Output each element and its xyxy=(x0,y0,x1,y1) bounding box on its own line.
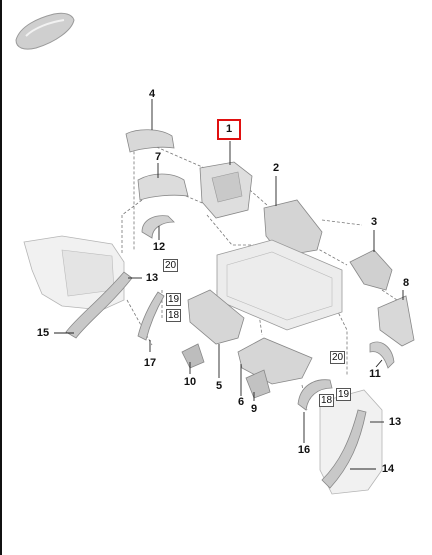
ref-box-18-right[interactable]: 18 xyxy=(319,394,334,407)
callout-15[interactable]: 15 xyxy=(36,327,50,339)
callout-4[interactable]: 4 xyxy=(148,88,156,100)
ref-box-19-left[interactable]: 19 xyxy=(166,293,181,306)
callout-7[interactable]: 7 xyxy=(154,151,162,163)
part-8-duct xyxy=(377,295,415,347)
part-16-hose xyxy=(297,379,333,411)
callout-17[interactable]: 17 xyxy=(143,357,157,369)
part-3-duct xyxy=(349,249,393,291)
part-6-bracket xyxy=(237,337,313,385)
callout-13-right[interactable]: 13 xyxy=(388,416,402,428)
callout-5[interactable]: 5 xyxy=(215,380,223,392)
part-4-duct xyxy=(125,129,175,153)
callout-2[interactable]: 2 xyxy=(272,162,280,174)
part-9-clip xyxy=(245,369,271,399)
callout-1-label: 1 xyxy=(225,123,233,135)
part-12-hose xyxy=(141,215,175,239)
callout-leader-lines xyxy=(54,99,404,470)
callout-13-left[interactable]: 13 xyxy=(145,272,159,284)
callout-9[interactable]: 9 xyxy=(250,403,258,415)
ref-box-19-right[interactable]: 19 xyxy=(336,388,351,401)
part-1-air-guide xyxy=(199,161,253,219)
part-7-duct xyxy=(137,173,189,201)
callout-1-highlight[interactable]: 1 xyxy=(217,119,241,140)
part-11-hose xyxy=(369,341,395,369)
ref-box-18-left[interactable]: 18 xyxy=(166,309,181,322)
callout-8[interactable]: 8 xyxy=(402,277,410,289)
part-14-hose xyxy=(321,409,367,489)
callout-11[interactable]: 11 xyxy=(369,368,381,380)
ref-box-20-right[interactable]: 20 xyxy=(330,351,345,364)
part-17-hose xyxy=(137,291,165,341)
callout-12[interactable]: 12 xyxy=(152,241,166,253)
part-10-clip xyxy=(181,343,205,369)
part-5-bracket xyxy=(187,289,245,345)
callout-10[interactable]: 10 xyxy=(183,376,197,388)
ref-box-20-left[interactable]: 20 xyxy=(163,259,178,272)
callout-16[interactable]: 16 xyxy=(297,444,311,456)
intercooler-core xyxy=(216,239,343,331)
car-silhouette-icon xyxy=(15,12,75,50)
callout-14[interactable]: 14 xyxy=(381,463,395,475)
part-2-shroud xyxy=(263,199,323,257)
callout-6[interactable]: 6 xyxy=(237,396,245,408)
left-radiator-frame xyxy=(23,235,125,311)
callout-3[interactable]: 3 xyxy=(370,216,378,228)
